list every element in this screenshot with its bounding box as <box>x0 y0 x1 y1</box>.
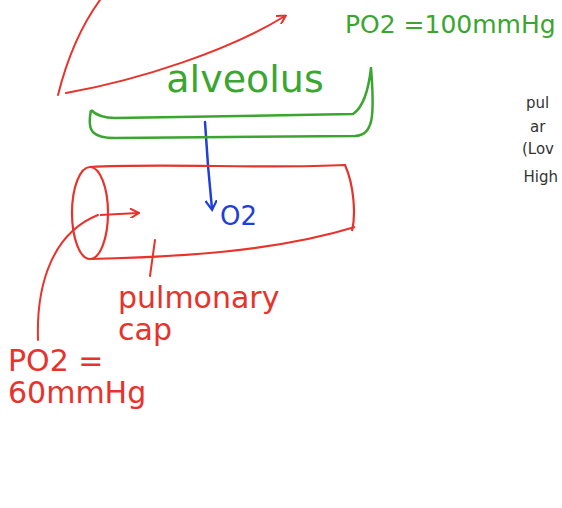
tube-top <box>90 165 354 231</box>
region-label: alveolus <box>166 60 323 100</box>
pressure-label: PO2 =100mmHg <box>345 12 556 38</box>
note-text: (Lov <box>522 142 554 158</box>
pressure-label: PO2 = 60mmHg <box>8 345 208 408</box>
flow-arrow <box>100 213 138 215</box>
tube-end <box>72 167 108 259</box>
red-curve <box>38 215 98 340</box>
pulmonary-capillary: O2 <box>70 165 355 260</box>
alveolus-sac: alveolus <box>85 58 377 142</box>
note-text: High <box>524 170 558 186</box>
vessel-label: pulmonary cap <box>118 282 318 345</box>
note-text: ar <box>530 120 545 136</box>
note-text: pul <box>526 96 549 112</box>
gas-label: O2 <box>220 203 257 230</box>
leader-line <box>150 240 155 276</box>
red-stroke <box>58 0 100 95</box>
tube-bottom <box>90 227 355 259</box>
capillary-tube <box>70 165 355 260</box>
